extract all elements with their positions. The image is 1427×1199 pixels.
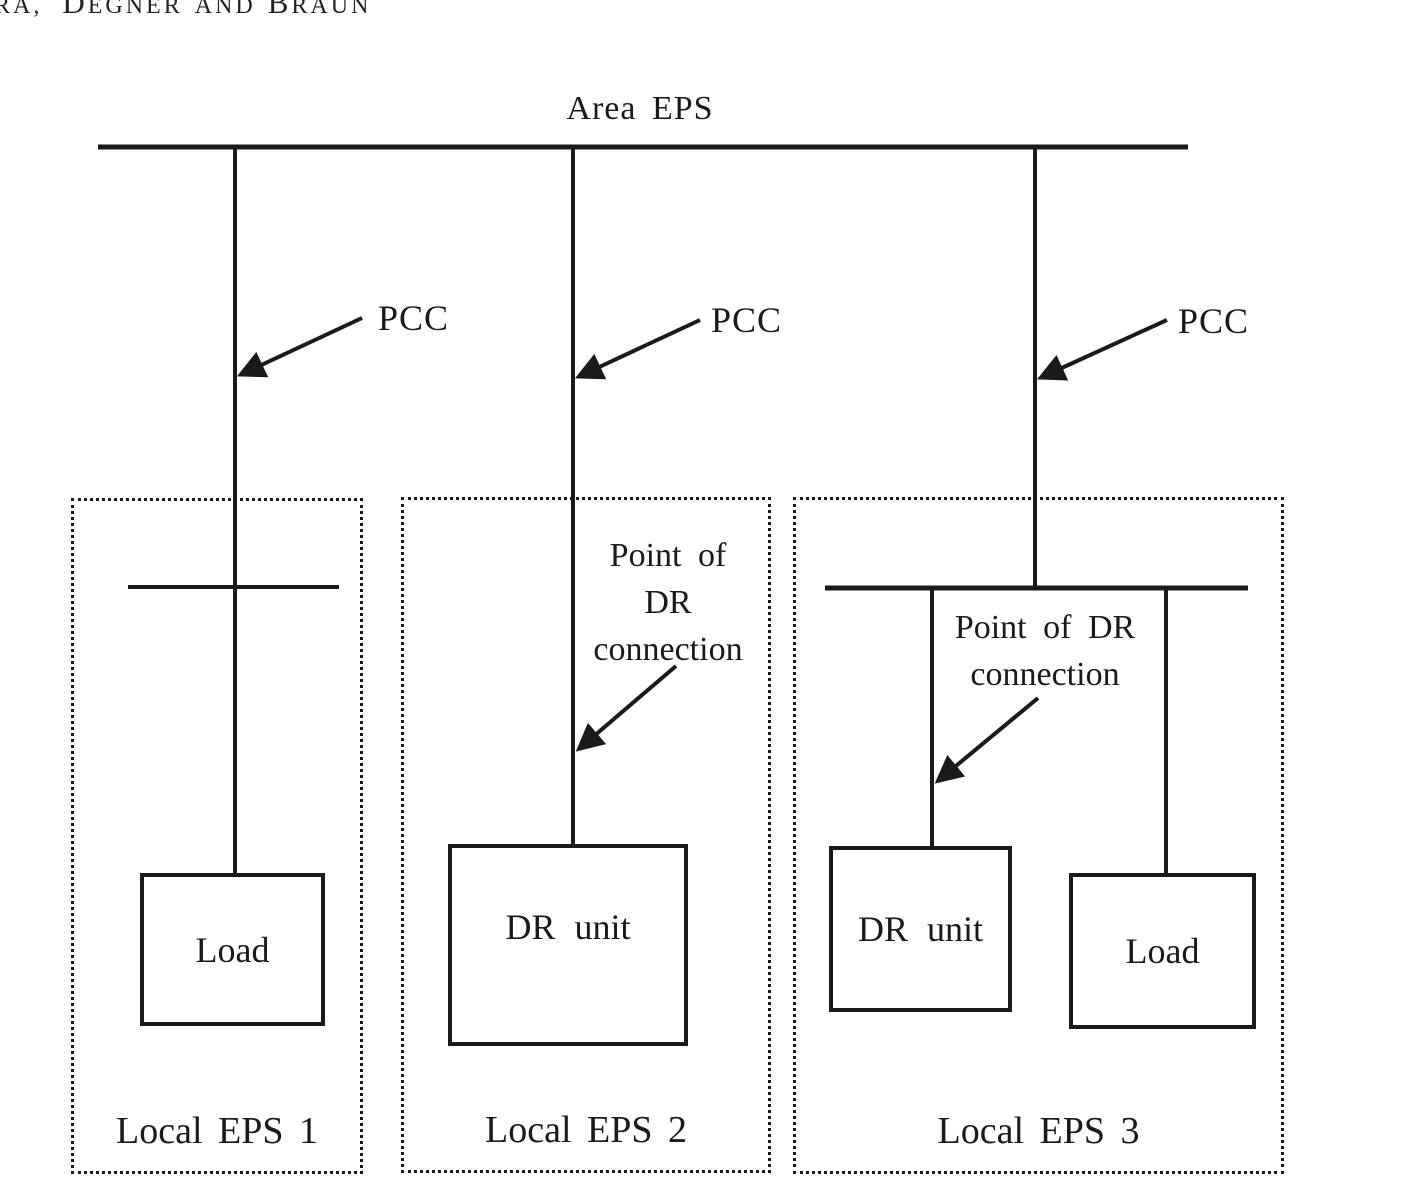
local-eps-2-boundary: Local EPS 2 [401, 497, 771, 1173]
eps3-load-box-label: Load [1125, 931, 1200, 971]
eps1-load-box-label: Load [195, 929, 270, 970]
annotation-line: connection [593, 631, 743, 668]
running-head: RA, DEGNER AND BRAUN [0, 0, 371, 26]
point-of-dr-connection-annotation-eps3: Point of DR connection [955, 604, 1135, 698]
annotation-line: Point of [609, 537, 727, 574]
running-head-part3: EGNER [87, 0, 183, 19]
eps2-dr-unit-box: DR unit [448, 844, 688, 1046]
area-eps-title: Area EPS [566, 90, 714, 127]
local-eps-3-boundary: Local EPS 3 [793, 497, 1284, 1174]
local-eps-1-boundary: Local EPS 1 [71, 498, 363, 1174]
annotation-line: DR [644, 584, 692, 621]
pcc-arrow-3 [1036, 318, 1168, 381]
annotation-line: Point of DR [954, 609, 1136, 646]
eps3-dr-unit-box-label: DR unit [857, 909, 983, 949]
local-eps-3-label: Local EPS 3 [937, 1110, 1140, 1152]
point-of-dr-connection-annotation-eps2: Point of DR connection [593, 532, 742, 673]
pcc-label-1: PCC [378, 298, 450, 338]
running-head-part1: RA, [0, 0, 43, 19]
eps3-dr-unit-box: DR unit [829, 846, 1012, 1012]
pcc-arrow-2 [574, 318, 701, 380]
running-head-part5: B [267, 0, 292, 20]
eps3-load-box: Load [1069, 873, 1256, 1029]
running-head-part2: D [62, 0, 88, 20]
dr-connection-arrow-eps2 [575, 664, 678, 752]
eps2-dr-unit-box-label: DR unit [505, 907, 631, 947]
pcc-label-2: PCC [711, 300, 783, 340]
pcc-label-3: PCC [1178, 301, 1250, 341]
running-head-part4: AND [194, 0, 256, 19]
pcc-arrow-1 [236, 316, 363, 378]
local-eps-2-label: Local EPS 2 [485, 1109, 687, 1151]
running-head-part6: RAUN [291, 0, 372, 19]
annotation-line: connection [970, 656, 1120, 693]
dr-connection-arrow-eps3 [934, 696, 1040, 784]
local-eps-1-label: Local EPS 1 [116, 1110, 318, 1152]
eps1-load-box: Load [140, 873, 325, 1026]
